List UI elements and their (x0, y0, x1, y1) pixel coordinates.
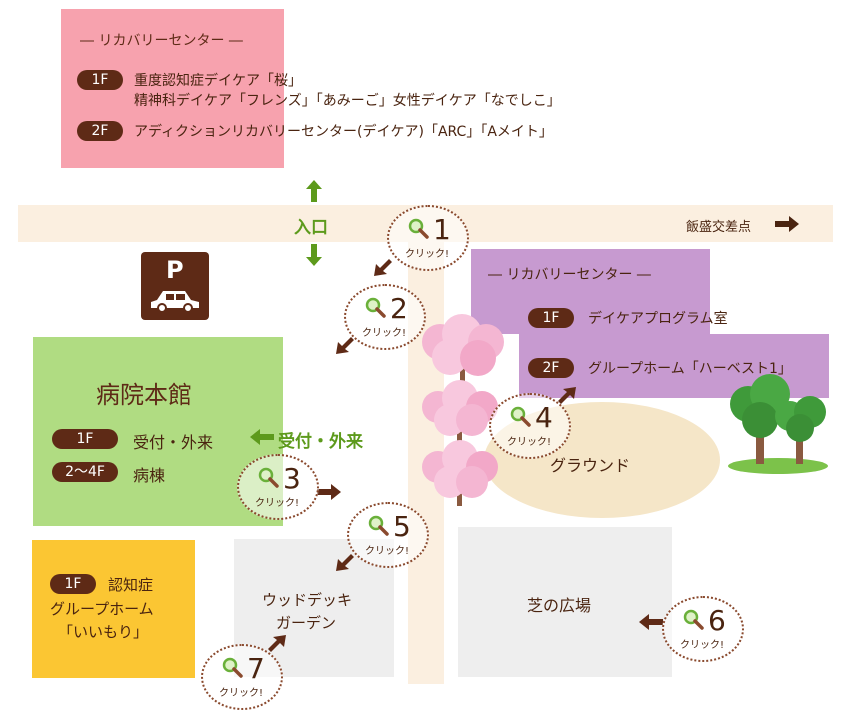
pin3-arrow (317, 484, 341, 500)
pin-number: 4 (535, 401, 553, 434)
intersection-label: 飯盛交差点 (686, 220, 752, 235)
parking-sign: P (141, 252, 209, 320)
magnifier-icon (222, 657, 243, 678)
map-pin-3[interactable]: 3 クリック! (237, 454, 319, 520)
magnifier-icon (258, 467, 279, 488)
magnifier-icon (510, 406, 531, 427)
car-icon (151, 291, 199, 313)
pin-number: 7 (247, 652, 265, 685)
right-2f-text: グループホーム「ハーベスト1」 (588, 361, 792, 377)
parking-letter: P (166, 256, 184, 284)
lawn-label: 芝の広場 (527, 596, 592, 615)
floor-badge-2f-right: 2F (528, 358, 574, 378)
main-building-title: 病院本館 (96, 381, 192, 409)
pin-number: 2 (390, 292, 408, 325)
pin-number: 3 (283, 462, 301, 495)
map-pin-4[interactable]: 4 クリック! (489, 393, 571, 459)
pin7-arrow (268, 635, 286, 652)
map-pin-5[interactable]: 5 クリック! (347, 502, 429, 568)
floor-badge-1f-right: 1F (528, 308, 574, 328)
magnifier-icon (368, 515, 389, 536)
ground-label: グラウンド (550, 456, 631, 475)
top-1f-line-1: 重度認知症デイケア「桜」 (134, 73, 302, 89)
pin-click-label: クリック! (365, 546, 410, 557)
map-pin-6[interactable]: 6 クリック! (662, 596, 744, 662)
entrance-down-arrow (306, 244, 322, 266)
floor-badge-1f-dementia: 1F (50, 574, 96, 594)
dementia-group-home (32, 540, 195, 678)
magnifier-icon (365, 297, 386, 318)
right-1f-text: デイケアプログラム室 (588, 311, 728, 327)
map-pin-1[interactable]: 1 クリック! (387, 205, 469, 271)
reception-label: 受付・外来 (278, 432, 363, 452)
main-1f-text: 受付・外来 (133, 433, 214, 452)
pin-click-label: クリック! (219, 688, 264, 699)
floor-badge-1f-top: 1F (77, 70, 123, 90)
floor-badge-2-4f-main: 2〜4F (52, 462, 118, 482)
floor-badge-1f-main: 1F (52, 429, 118, 449)
pin-number: 6 (708, 604, 726, 637)
pin4-arrow (558, 387, 576, 404)
entrance-label: 入口 (294, 218, 328, 238)
recovery-center-title-top: ― リカバリーセンター ― (80, 33, 243, 49)
wood-deck-line-2: ガーデン (276, 614, 337, 632)
pin-click-label: クリック! (405, 249, 450, 260)
pin-click-label: クリック! (362, 328, 407, 339)
pin-number: 1 (433, 213, 451, 246)
magnifier-icon (408, 218, 429, 239)
pin5-arrow (336, 554, 354, 571)
reception-left-arrow (250, 429, 274, 445)
top-2f-line-1: アディクションリカバリーセンター(デイケア)「ARC」「Aメイト」 (134, 124, 553, 140)
map-pin-2[interactable]: 2 クリック! (344, 284, 426, 350)
recovery-center-title-right: ― リカバリーセンター ― (488, 267, 651, 283)
pin-number: 5 (393, 510, 411, 543)
pin6-arrow (639, 614, 663, 630)
main-2-4f-text: 病棟 (133, 466, 166, 485)
pin2-arrow (336, 337, 354, 354)
dementia-line-2: グループホーム (50, 600, 154, 618)
pin-click-label: クリック! (680, 640, 725, 651)
green-trees (728, 374, 828, 474)
pin-click-label: クリック! (507, 437, 552, 448)
lawn-plaza (458, 527, 672, 677)
map-pin-7[interactable]: 7 クリック! (201, 644, 283, 710)
pin-click-label: クリック! (255, 498, 300, 509)
cherry-trees (422, 314, 504, 506)
pin1-arrow (374, 259, 392, 276)
magnifier-icon (683, 609, 704, 630)
dementia-line-1: 認知症 (108, 576, 154, 594)
floor-badge-2f-top: 2F (77, 121, 123, 141)
wood-deck-line-1: ウッドデッキ (262, 591, 353, 609)
dementia-line-3: 「いいもり」 (58, 623, 149, 641)
top-1f-line-2: 精神科デイケア「フレンズ」「あみーご」女性デイケア「なでしこ」 (134, 93, 561, 109)
entrance-up-arrow (306, 180, 322, 202)
intersection-right-arrow (775, 216, 799, 232)
